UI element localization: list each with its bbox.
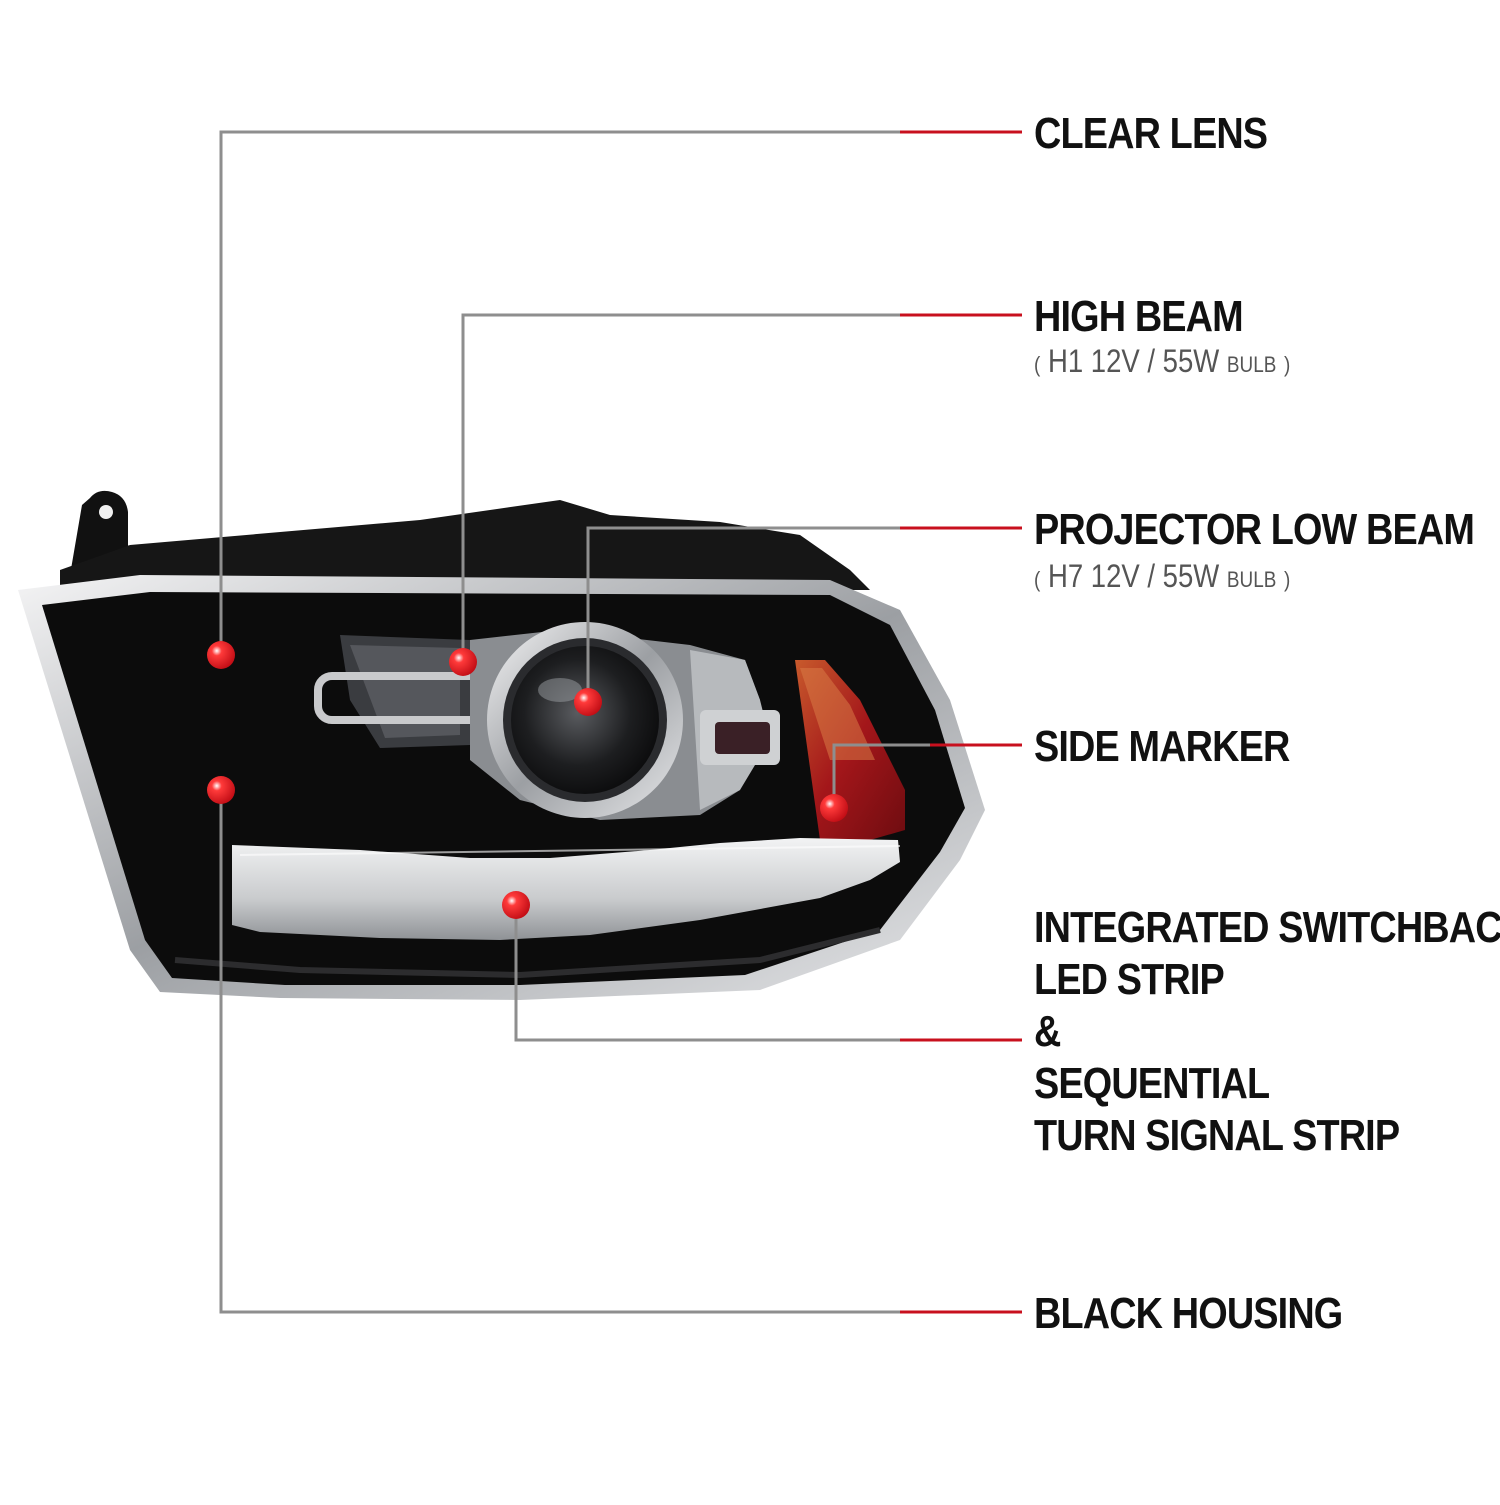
label-led-strip-line-2: LED STRIP <box>1034 955 1225 1004</box>
label-led-strip: INTEGRATED SWITCHBACK LED STRIP & SEQUEN… <box>1034 902 1500 1162</box>
leader-led-strip <box>514 905 1000 1042</box>
dot-side-marker <box>820 794 848 822</box>
dot-black-housing <box>207 776 235 804</box>
headlight-body <box>18 490 985 1000</box>
dot-high-beam <box>449 648 477 676</box>
label-high-beam: HIGH BEAM <box>1034 292 1244 341</box>
leader-lines <box>219 130 1022 1314</box>
label-clear-lens: CLEAR LENS <box>1034 109 1268 158</box>
label-led-strip-line-5: TURN SIGNAL STRIP <box>1034 1111 1400 1160</box>
label-led-strip-line-1: INTEGRATED SWITCHBACK <box>1034 903 1500 952</box>
spec-projector-low-beam: ( H7 12V / 55W BULB ) <box>1034 558 1291 594</box>
spec-high-beam: ( H1 12V / 55W BULB ) <box>1034 343 1291 379</box>
label-led-strip-line-4: SEQUENTIAL <box>1034 1059 1270 1108</box>
label-black-housing: BLACK HOUSING <box>1034 1289 1343 1338</box>
label-side-marker: SIDE MARKER <box>1034 722 1290 771</box>
label-led-strip-line-3: & <box>1034 1007 1061 1056</box>
dot-clear-lens <box>207 641 235 669</box>
leader-high-beam <box>461 313 1000 660</box>
dot-led-strip <box>502 891 530 919</box>
leader-black-housing <box>219 790 1000 1314</box>
dot-projector-low-beam <box>574 688 602 716</box>
leader-clear-lens <box>219 130 1000 655</box>
label-projector-low-beam: PROJECTOR LOW BEAM <box>1034 505 1475 554</box>
leader-projector-low-beam <box>586 526 1000 700</box>
indicator-dots <box>207 641 848 919</box>
